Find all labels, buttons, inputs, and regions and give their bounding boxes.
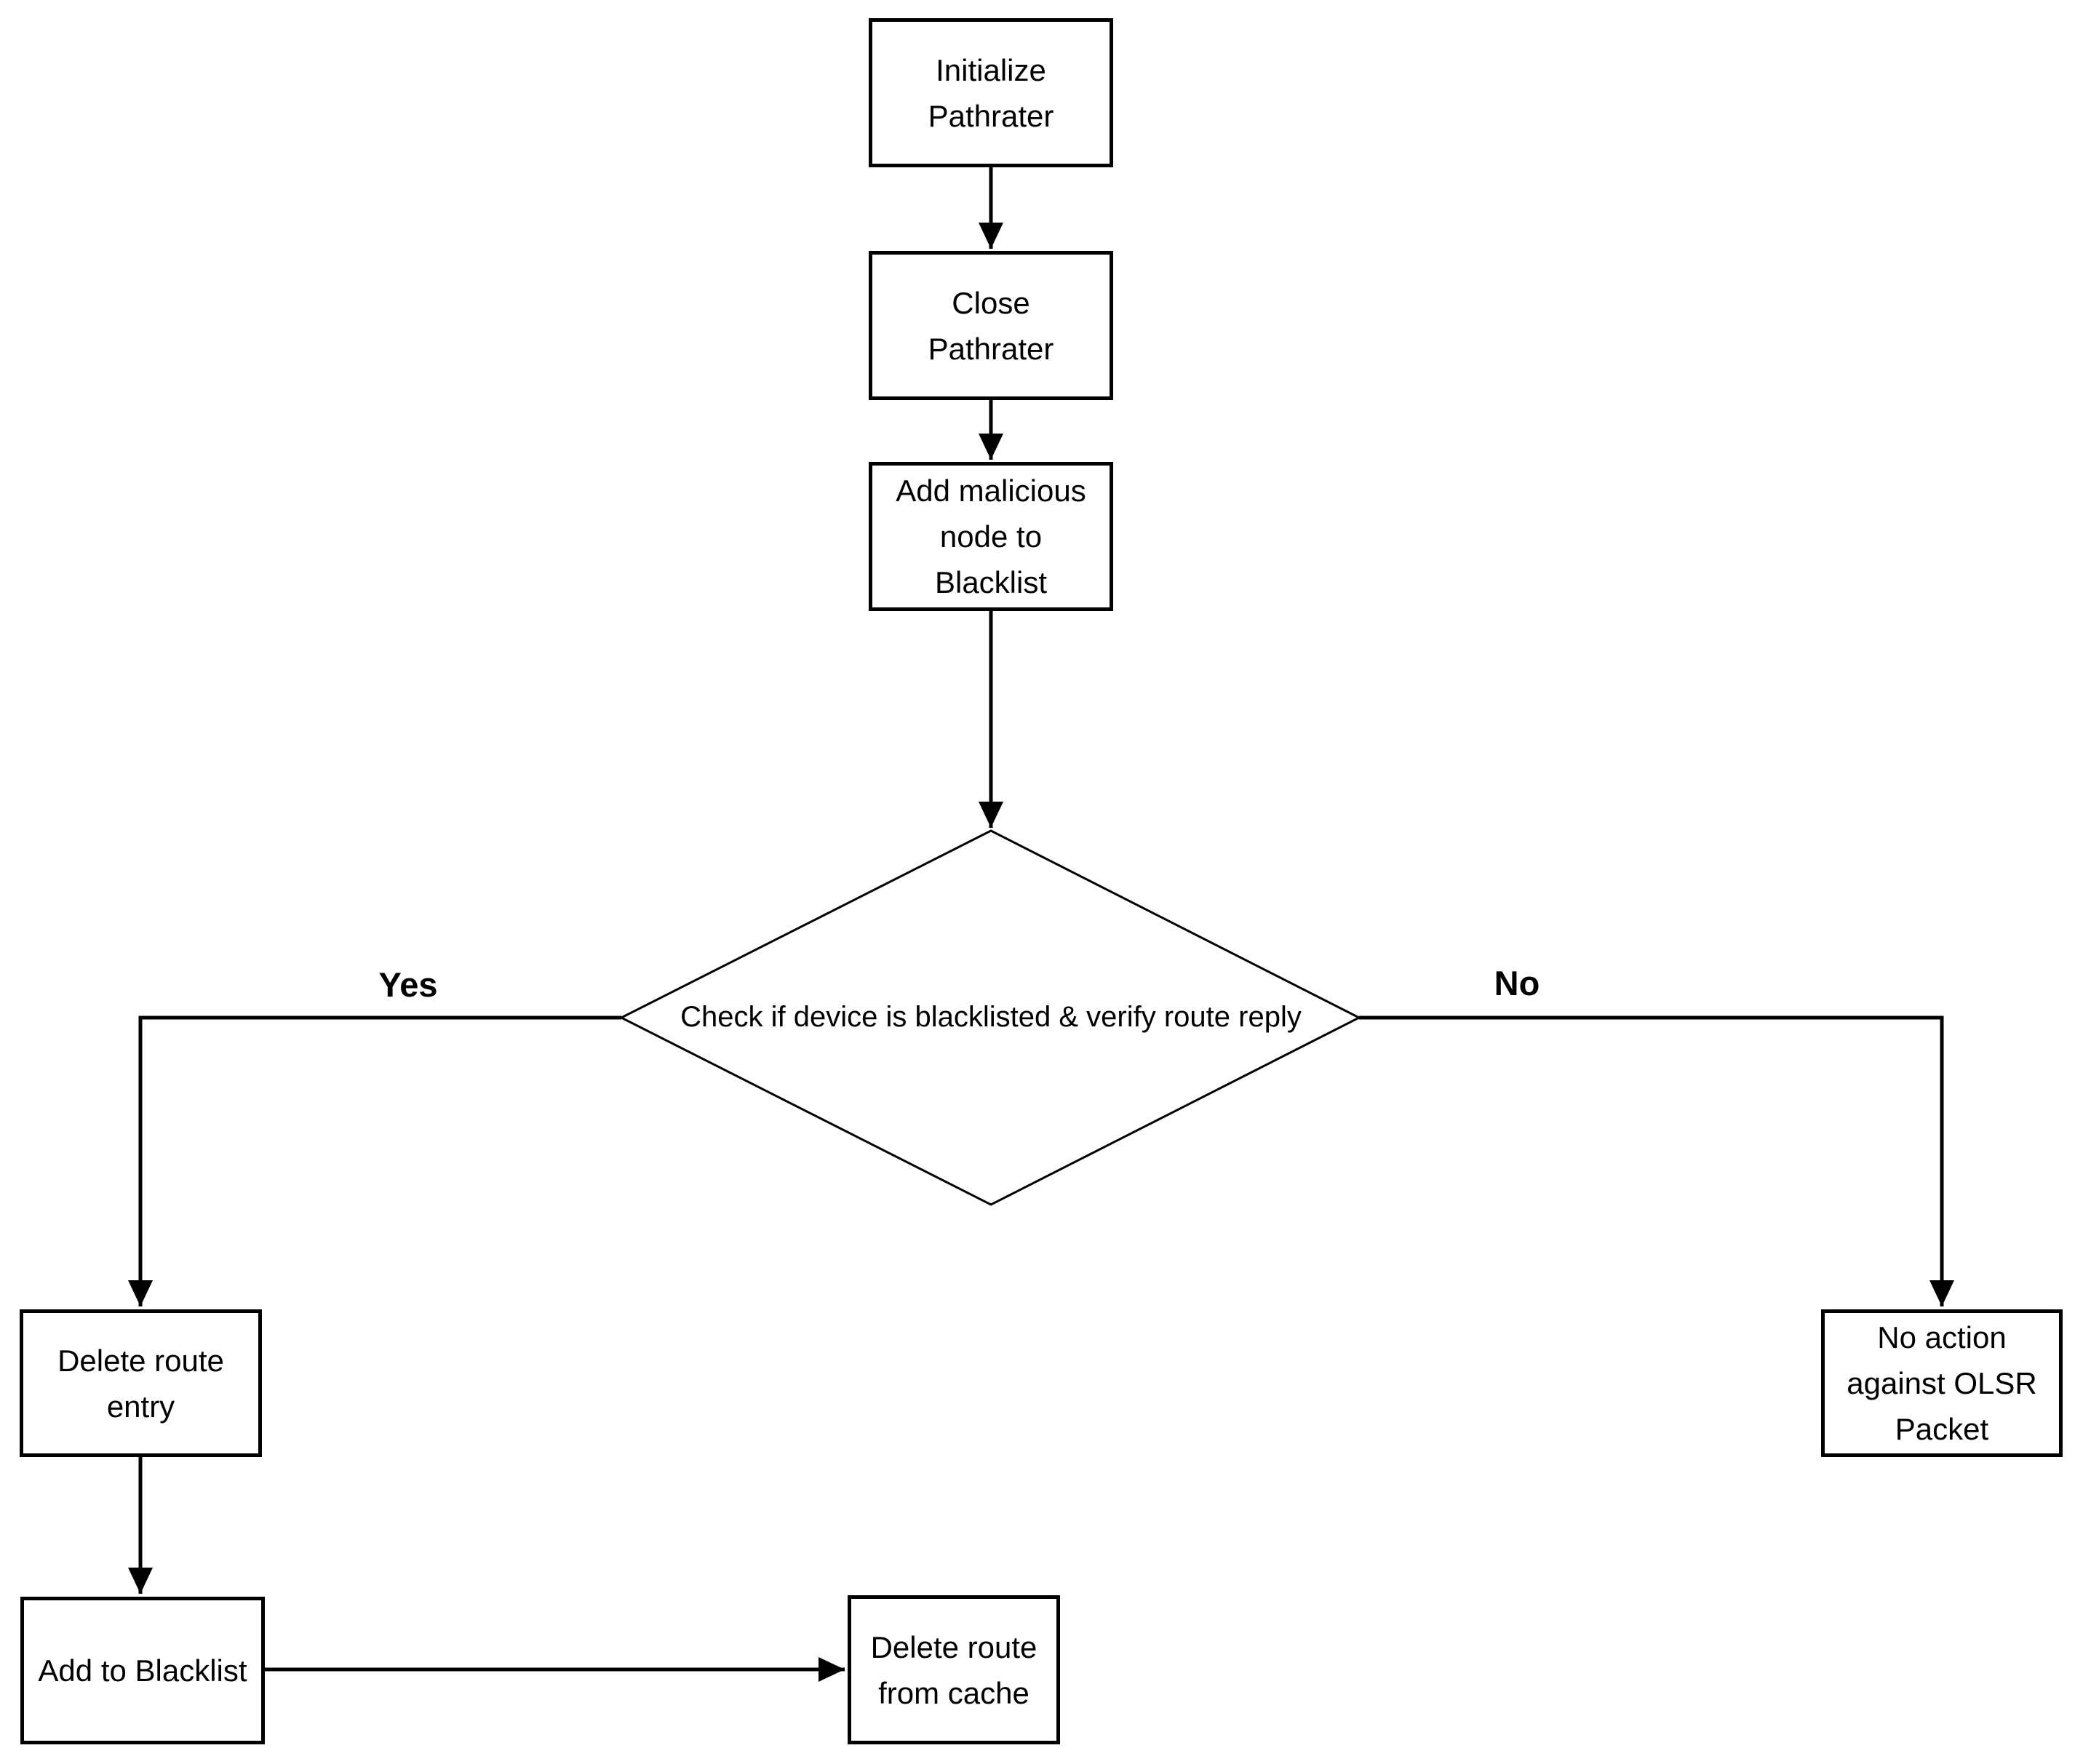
node-delete-route-entry: Delete route entry [20,1309,262,1457]
decision-diamond-shape [618,829,1362,1206]
edge-decision-yes-to-delete-entry [128,1015,621,1306]
node-close-pathrater-label: Close Pathrater [928,285,1054,366]
node-no-action-olsr-label: No action against OLSR Packet [1847,1320,2037,1446]
node-no-action-olsr: No action against OLSR Packet [1821,1309,2063,1457]
node-delete-route-from-cache: Delete route from cache [848,1595,1060,1744]
edge-label-no: No [1494,964,1540,1002]
node-delete-route-entry-label: Delete route entry [57,1343,224,1424]
node-delete-route-from-cache-label: Delete route from cache [870,1629,1037,1710]
edge-label-yes: Yes [378,965,438,1004]
node-add-malicious-node: Add malicious node to Blacklist [869,462,1113,611]
node-initialize-pathrater-label: Initialize Pathrater [928,52,1054,133]
edge-decision-no-to-no-action [1359,1015,1954,1306]
node-close-pathrater: Close Pathrater [869,251,1113,400]
node-add-malicious-node-label: Add malicious node to Blacklist [896,474,1086,599]
node-decision-label: Check if device is blacklisted & verify … [680,1001,1302,1033]
node-add-to-blacklist: Add to Blacklist [20,1597,265,1744]
node-add-to-blacklist-label: Add to Blacklist [38,1653,247,1688]
node-initialize-pathrater: Initialize Pathrater [869,18,1113,167]
